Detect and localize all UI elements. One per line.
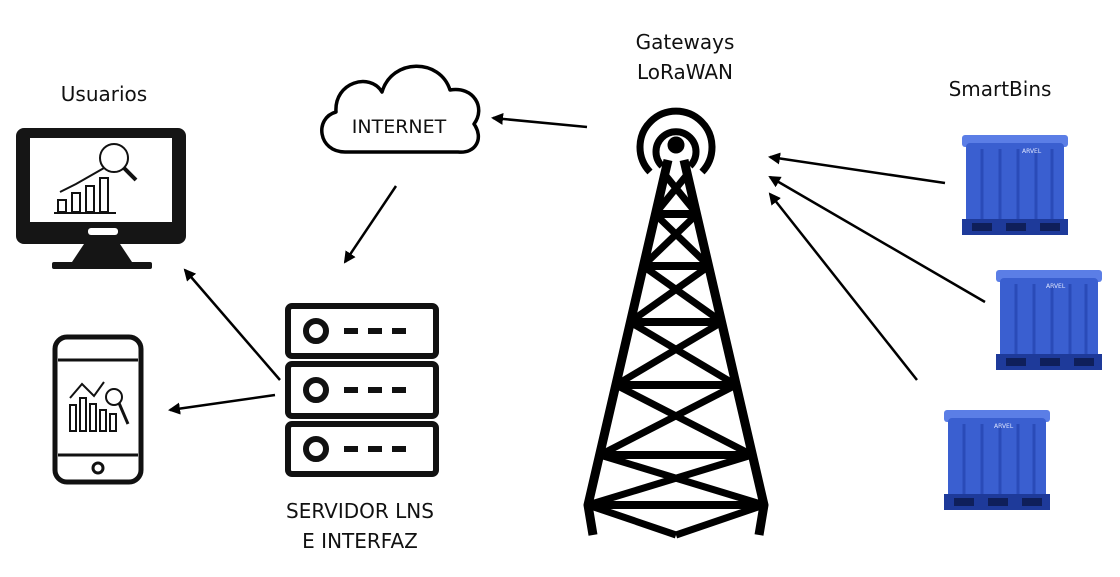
servidor-label-line2: E INTERFAZ xyxy=(302,529,418,553)
usuarios-label: Usuarios xyxy=(60,82,148,106)
smartbins-label: SmartBins xyxy=(948,77,1052,101)
internet-label: INTERNET xyxy=(352,116,447,138)
smartbin-brand-label: ARVEL xyxy=(1022,148,1042,155)
smartbin-brand-label: ARVEL xyxy=(1046,283,1066,290)
monitor-icon xyxy=(16,128,186,269)
internet-cloud-icon xyxy=(320,64,481,154)
smartbin-icon: ARVEL xyxy=(944,410,1050,510)
smartbin-icon: ARVEL xyxy=(962,135,1068,235)
arrow-server-to-monitor xyxy=(183,268,281,381)
arrow-bin1-to-gateway xyxy=(768,152,946,185)
phone-icon xyxy=(52,334,144,485)
gateways-label-line2: LoRaWAN xyxy=(636,60,734,84)
arrow-gateway-to-internet xyxy=(491,112,588,129)
smartbin-brand-label: ARVEL xyxy=(994,423,1014,430)
arrow-server-to-phone xyxy=(168,393,276,415)
gateways-label-line1: Gateways xyxy=(635,30,735,54)
server-icon xyxy=(285,303,439,477)
arrow-bin2-to-gateway xyxy=(768,175,986,304)
smartbin-icon: ARVEL xyxy=(996,270,1102,370)
servidor-label-line1: SERVIDOR LNS xyxy=(286,499,434,523)
gateway-tower-icon xyxy=(583,107,769,539)
arrow-bin3-to-gateway xyxy=(768,192,918,381)
arrow-internet-to-server xyxy=(343,185,398,264)
